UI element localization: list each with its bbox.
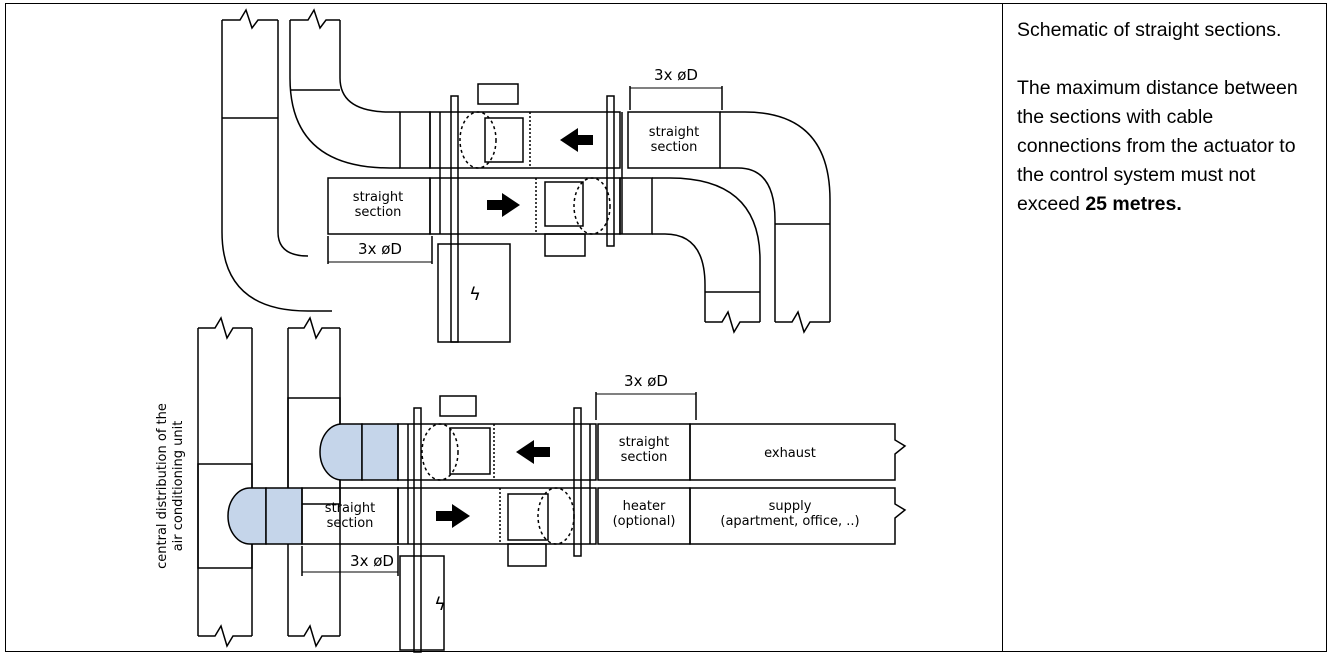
description-body-text: The maximum distance between the section…	[1017, 77, 1298, 215]
bottom-heater-label-1: heater	[623, 499, 666, 514]
bottom-supply-label-1: supply	[769, 499, 812, 514]
top-control-box	[437, 243, 511, 343]
top-schematic: 3x øD 3x øD straight section straight se…	[221, 8, 831, 343]
side-label-line-1: central distribution of the	[155, 403, 170, 569]
bottom-exhaust-label: exhaust	[764, 446, 816, 461]
top-arrow-left	[560, 128, 593, 152]
description-title: Schematic of straight sections.	[1017, 19, 1282, 41]
top-straight-upper-2: section	[651, 140, 698, 155]
top-right-break-2	[775, 310, 830, 334]
bottom-arrow-right	[436, 504, 470, 528]
top-straight-lower-1: straight	[353, 190, 403, 205]
bottom-rod-right	[573, 407, 582, 557]
top-dim-upper-label: 3x øD	[654, 66, 698, 84]
bottom-break-3	[198, 624, 252, 648]
top-left-elbow-outer	[221, 20, 332, 312]
bottom-arrow-left	[516, 440, 550, 464]
top-lower-duct-seg	[619, 177, 653, 235]
top-actuator-upper	[477, 83, 519, 105]
duct-schematic: 3x øD 3x øD straight section straight se…	[155, 8, 907, 653]
top-straight-upper-1: straight	[649, 125, 699, 140]
top-upper-damper-disc	[459, 111, 497, 169]
bottom-dim-upper-label: 3x øD	[624, 372, 668, 390]
bottom-schematic: 3x øD 3x øD straight section straight se…	[155, 316, 907, 653]
bottom-upper-unit	[397, 423, 597, 481]
bottom-right-vertical-duct	[287, 328, 341, 636]
top-lower-damper	[544, 181, 584, 227]
top-right-elbow-inner	[652, 177, 761, 322]
bottom-lower-elbow-cap	[227, 487, 267, 545]
top-upper-straight-box	[627, 111, 721, 169]
top-actuator-lower	[544, 233, 586, 257]
top-arrow-right	[487, 193, 520, 217]
bottom-supply-box	[689, 487, 907, 545]
bottom-lower-elbow-seg	[265, 487, 303, 545]
outer-frame	[5, 3, 1327, 652]
bottom-straight-lower-1: straight	[325, 501, 375, 516]
top-upper-damper	[484, 117, 524, 163]
top-left-elbow-inner	[289, 20, 400, 169]
bottom-break-1	[198, 316, 252, 340]
top-left-break-2	[290, 8, 340, 30]
description-panel: Schematic of straight sections. The maxi…	[1017, 16, 1317, 248]
bottom-supply-label-2: (apartment, office, ..)	[720, 514, 859, 529]
bottom-lower-damper-disc	[537, 487, 575, 545]
top-straight-lower-2: section	[355, 205, 402, 220]
bottom-straight-lower-2: section	[327, 516, 374, 531]
top-rod-left	[450, 95, 459, 343]
column-divider	[1002, 3, 1003, 652]
top-upper-unit	[429, 111, 621, 169]
description-body: The maximum distance between the section…	[1017, 74, 1317, 219]
bottom-dim-lower-label: 3x øD	[350, 552, 394, 570]
bottom-actuator-lower	[507, 543, 547, 567]
bottom-break-4	[288, 624, 340, 648]
top-right-elbow-outer	[720, 111, 831, 322]
top-right-break-1	[705, 310, 760, 334]
top-rod-right	[606, 95, 615, 247]
top-lower-damper-disc	[573, 177, 611, 235]
top-lightning-icon: ϟ	[469, 284, 481, 305]
bottom-break-2	[288, 316, 340, 340]
bottom-lower-damper	[507, 493, 549, 541]
bottom-exhaust-box	[689, 423, 907, 481]
side-label-line-2: air conditioning unit	[171, 421, 186, 552]
top-dim-lower-label: 3x øD	[358, 240, 402, 258]
bottom-upper-damper-disc	[421, 423, 459, 481]
top-left-break-1	[222, 8, 278, 30]
bottom-upper-damper	[449, 427, 491, 475]
top-upper-duct-seg	[399, 111, 431, 169]
bottom-straight-upper-2: section	[621, 450, 668, 465]
bottom-straight-upper-1: straight	[619, 435, 669, 450]
bottom-heater-label-2: (optional)	[613, 514, 676, 529]
bottom-lower-unit	[397, 487, 597, 545]
bottom-left-vertical-duct	[197, 328, 253, 636]
bottom-upper-elbow-cap	[319, 423, 363, 481]
bottom-lightning-icon: ϟ	[434, 594, 446, 615]
bottom-upper-elbow-seg	[361, 423, 399, 481]
bottom-control-box	[399, 555, 445, 651]
description-emphasis: 25 metres.	[1085, 193, 1182, 215]
bottom-rod-left	[413, 407, 422, 653]
bottom-actuator-upper	[439, 395, 477, 417]
